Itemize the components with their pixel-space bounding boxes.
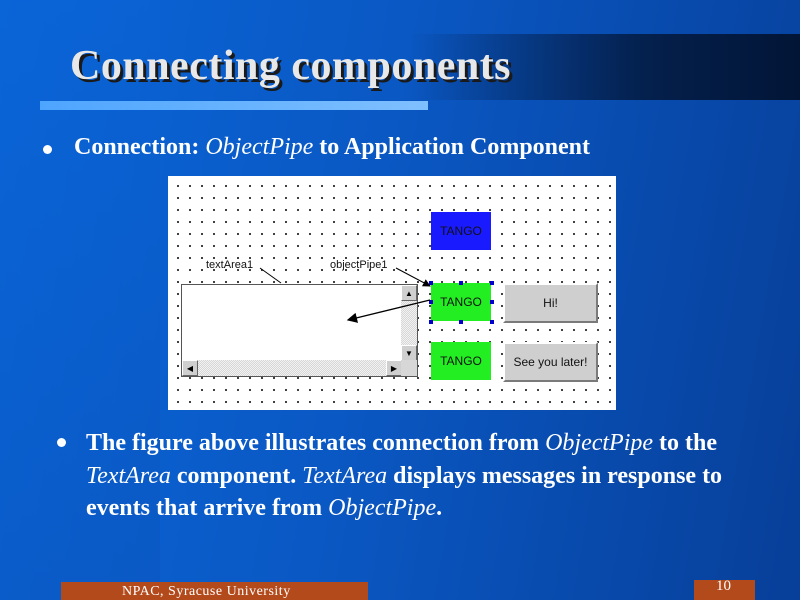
scroll-corner xyxy=(401,360,417,376)
label-pointer-textarea xyxy=(259,267,282,284)
title-underline xyxy=(40,101,428,110)
hi-button[interactable]: Hi! xyxy=(503,283,598,323)
see-you-later-button[interactable]: See you later! xyxy=(503,342,598,382)
title-banner xyxy=(410,34,800,100)
selection-handle[interactable] xyxy=(429,300,433,304)
selection-handle[interactable] xyxy=(490,281,494,285)
selection-handle[interactable] xyxy=(490,320,494,324)
selection-handle[interactable] xyxy=(459,320,463,324)
selection-handle[interactable] xyxy=(429,320,433,324)
designer-canvas: TANGO textArea1 objectPipe1 ▲ ▼ ◀ ▶ TANG… xyxy=(168,176,616,410)
footer-text: NPAC, Syracuse University xyxy=(122,584,291,599)
page-number-box xyxy=(694,580,755,600)
scroll-up-icon[interactable]: ▲ xyxy=(401,285,417,301)
connection-arrows xyxy=(259,267,431,323)
bullet-icon xyxy=(43,145,52,154)
slide-title: Connecting components xyxy=(70,43,512,89)
footer-bar xyxy=(61,582,368,600)
horizontal-scrollbar[interactable] xyxy=(182,360,402,376)
page-number: 10 xyxy=(716,578,731,594)
bullet-icon xyxy=(57,438,66,447)
selection-handle[interactable] xyxy=(459,281,463,285)
selection-handle[interactable] xyxy=(429,281,433,285)
bullet-connection: Connection: ObjectPipe to Application Co… xyxy=(74,134,590,160)
tango-component-green[interactable]: TANGO xyxy=(431,342,491,380)
label-objectpipe1: objectPipe1 xyxy=(330,259,388,271)
label-pointer-objectpipe xyxy=(395,267,431,287)
connection-arrow xyxy=(346,299,431,323)
label-textarea1: textArea1 xyxy=(206,259,254,271)
explanation-paragraph: The figure above illustrates connection … xyxy=(86,430,723,521)
tango-component-blue[interactable]: TANGO xyxy=(431,212,491,250)
selection-handle[interactable] xyxy=(490,300,494,304)
textarea-component[interactable]: ▲ ▼ ◀ ▶ xyxy=(181,284,418,377)
background-panel xyxy=(0,0,160,600)
scroll-left-icon[interactable]: ◀ xyxy=(182,360,198,376)
tango-component-selected[interactable]: TANGO xyxy=(431,283,491,321)
scroll-down-icon[interactable]: ▼ xyxy=(401,345,417,361)
